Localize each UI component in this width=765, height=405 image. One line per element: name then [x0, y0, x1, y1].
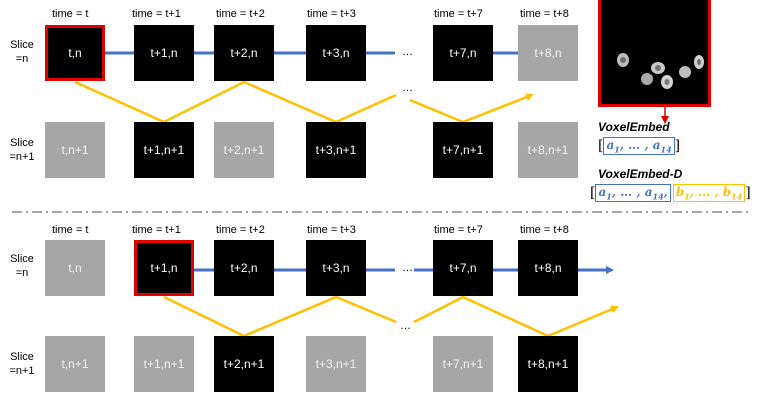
frame-box: t,n+1	[45, 122, 105, 178]
frame-box: t+3,n	[306, 240, 366, 296]
frame-box: t+8,n+1	[518, 122, 578, 178]
frame-box: t+7,n	[433, 25, 493, 81]
cross-slice-link	[409, 93, 534, 124]
frame-box: t+3,n	[306, 25, 366, 81]
ellipsis: …	[400, 320, 411, 332]
time-label: time = t+7	[434, 224, 483, 236]
frame-box: t+2,n+1	[214, 122, 274, 178]
frame-box: t+2,n	[214, 240, 274, 296]
time-label: time = t+3	[307, 224, 356, 236]
frame-box: t+2,n	[214, 25, 274, 81]
embed-group-a: a1, … , a14,	[595, 184, 671, 203]
ellipsis: …	[402, 82, 413, 94]
frame-box: t+7,n	[433, 240, 493, 296]
frame-box: t+8,n	[518, 240, 578, 296]
time-label: time = t+8	[520, 224, 569, 236]
frame-box: t+8,n	[518, 25, 578, 81]
cross-slice-link	[163, 295, 397, 338]
cell-nuclei-image	[617, 53, 704, 89]
frame-box: t+1,n	[134, 25, 194, 81]
time-label: time = t+8	[520, 8, 569, 20]
frame-box: t,n	[45, 25, 105, 81]
time-label: time = t	[52, 8, 89, 20]
microscopy-image	[598, 0, 711, 107]
time-label: time = t+2	[216, 8, 265, 20]
embed-title-2: VoxelEmbed-D	[598, 167, 683, 181]
embed-title-1: VoxelEmbed	[598, 120, 670, 134]
frame-box: t+1,n+1	[134, 122, 194, 178]
slice-label-n1: Slice=n+1	[9, 351, 35, 377]
time-label: time = t+3	[307, 8, 356, 20]
frame-box: t,n	[45, 240, 105, 296]
frame-box: t+2,n+1	[214, 336, 274, 392]
frame-box: t+3,n+1	[306, 336, 366, 392]
ellipsis: …	[402, 46, 413, 58]
embed-group-b: b1, … , b14	[672, 184, 746, 203]
frame-box: t+8,n+1	[518, 336, 578, 392]
slice-label-n: Slice=n	[10, 253, 34, 279]
slice-label-n: Slice=n	[10, 39, 34, 65]
time-label: time = t+7	[434, 8, 483, 20]
frame-box: t,n+1	[45, 336, 105, 392]
time-label: time = t+1	[132, 8, 181, 20]
cross-slice-link	[74, 80, 397, 124]
cross-slice-link	[413, 295, 619, 338]
frame-box: t+7,n+1	[433, 122, 493, 178]
slice-label-n1: Slice=n+1	[9, 137, 35, 163]
time-label: time = t	[52, 224, 89, 236]
ellipsis: …	[402, 262, 413, 274]
embed-vector-2: [ a1, … , a14, b1, … , b14 ]	[590, 184, 751, 203]
frame-box: t+1,n	[134, 240, 194, 296]
embed-group-a: a1, … , a14	[603, 137, 675, 156]
time-label: time = t+2	[216, 224, 265, 236]
frame-box: t+1,n+1	[134, 336, 194, 392]
frame-box: t+3,n+1	[306, 122, 366, 178]
frame-box: t+7,n+1	[433, 336, 493, 392]
time-label: time = t+1	[132, 224, 181, 236]
embed-vector-1: [ a1, … , a14 ]	[598, 137, 681, 156]
